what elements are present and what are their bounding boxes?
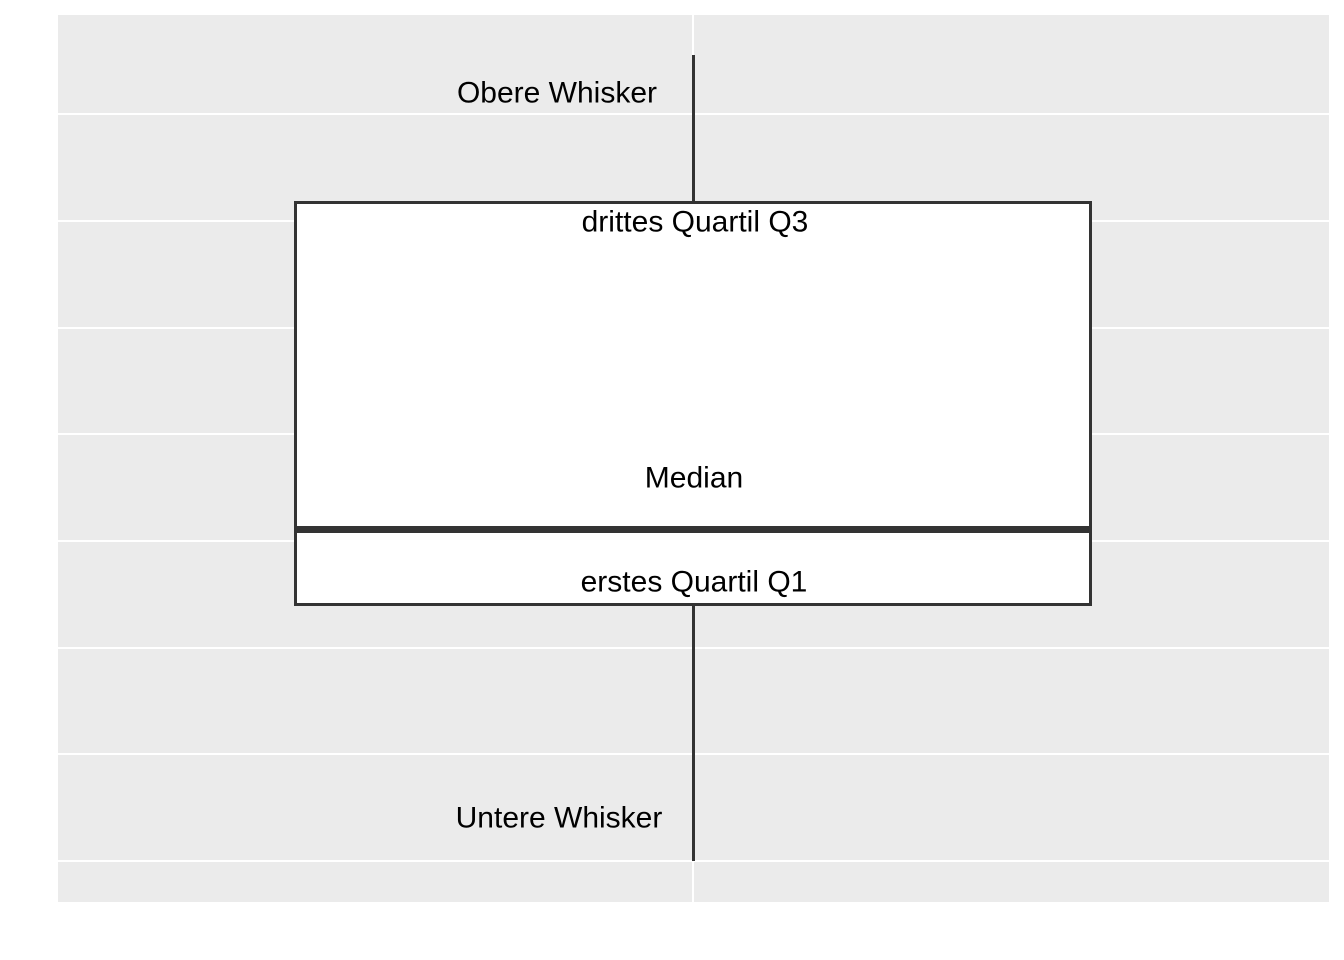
upper-whisker-line [692, 55, 695, 201]
plot-panel: Obere Whisker drittes Quartil Q3 Median … [58, 15, 1329, 902]
label-upper-whisker: Obere Whisker [456, 76, 658, 110]
label-third-quartile: drittes Quartil Q3 [581, 205, 809, 239]
label-median: Median [644, 461, 744, 495]
interquartile-box [294, 201, 1092, 606]
median-line [294, 526, 1092, 533]
label-first-quartile: erstes Quartil Q1 [580, 565, 808, 599]
label-lower-whisker: Untere Whisker [455, 801, 663, 835]
lower-whisker-line [692, 606, 695, 861]
